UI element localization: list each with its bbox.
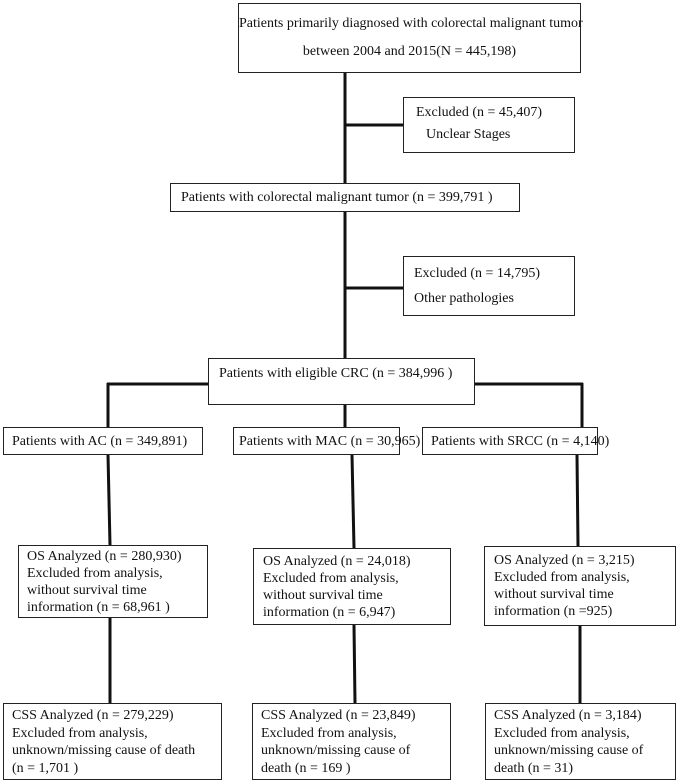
group-ac-title: Patients with AC (n = 349,891) — [12, 434, 188, 449]
excluded-pathologies-count: Excluded (n = 14,795) — [414, 266, 541, 281]
css-mac-line: CSS Analyzed (n = 23,849) — [261, 708, 416, 723]
excluded-stages-count: Excluded (n = 45,407) — [416, 105, 543, 120]
css-ac-line: unknown/missing cause of death — [12, 743, 196, 758]
eligible-crc-box: Patients with eligible CRC (n = 384,996 … — [208, 358, 475, 405]
group-mac-box: Patients with MAC (n = 30,965) — [233, 427, 421, 455]
eligible-crc-text: Patients with eligible CRC (n = 384,996 … — [219, 366, 453, 381]
initial-cohort-line1: Patients primarily diagnosed with colore… — [239, 16, 583, 31]
excluded-stages-reason: Unclear Stages — [426, 127, 511, 142]
os-srcc-line: information (n =925) — [494, 604, 613, 619]
colorectal-text: Patients with colorectal malignant tumor… — [181, 190, 493, 205]
os-ac-line: OS Analyzed (n = 280,930) — [27, 549, 182, 564]
connector-line — [350, 454, 356, 549]
os-srcc-line: Excluded from analysis, — [494, 570, 630, 585]
group-srcc-box: Patients with SRCC (n = 4,140) — [422, 427, 610, 455]
os-mac-line: Excluded from analysis, — [263, 571, 399, 586]
css-mac-line: Excluded from analysis, — [261, 725, 397, 741]
css-srcc-line: unknown/missing cause of — [494, 743, 644, 758]
group-mac-title: Patients with MAC (n = 30,965) — [239, 434, 421, 449]
initial-cohort-box: Patients primarily diagnosed with colore… — [238, 3, 583, 73]
os-mac-line: OS Analyzed (n = 24,018) — [263, 554, 411, 569]
css-ac-box: CSS Analyzed (n = 279,229) Excluded from… — [3, 703, 222, 780]
os-ac-line: information (n = 68,961 ) — [27, 600, 170, 615]
css-ac-line: (n = 1,701 ) — [12, 760, 79, 776]
os-ac-line: without survival time — [27, 583, 147, 598]
css-srcc-line: CSS Analyzed (n = 3,184) — [494, 708, 642, 723]
os-mac-box: OS Analyzed (n = 24,018) Excluded from a… — [253, 548, 451, 625]
os-ac-box: OS Analyzed (n = 280,930) Excluded from … — [18, 545, 208, 618]
group-srcc-title: Patients with SRCC (n = 4,140) — [431, 434, 610, 449]
excluded-pathologies-reason: Other pathologies — [414, 291, 514, 306]
css-mac-line: death (n = 169 ) — [261, 760, 351, 776]
os-srcc-line: OS Analyzed (n = 3,215) — [494, 553, 635, 568]
css-mac-box: CSS Analyzed (n = 23,849) Excluded from … — [252, 703, 451, 780]
connector-line — [352, 624, 357, 704]
initial-cohort-line2: between 2004 and 2015(N = 445,198) — [302, 44, 517, 59]
connector-line — [575, 454, 580, 547]
excluded-stages-box: Excluded (n = 45,407) Unclear Stages — [403, 97, 575, 153]
os-ac-line: Excluded from analysis, — [27, 566, 163, 581]
connector-line — [106, 454, 112, 546]
css-ac-line: CSS Analyzed (n = 279,229) — [12, 708, 174, 723]
os-srcc-line: without survival time — [494, 587, 614, 602]
os-mac-line: without survival time — [263, 588, 383, 603]
css-srcc-line: Excluded from analysis, — [494, 725, 630, 741]
group-ac-box: Patients with AC (n = 349,891) — [3, 427, 203, 455]
os-mac-line: information (n = 6,947) — [263, 605, 396, 620]
css-srcc-line: death (n = 31) — [494, 760, 574, 776]
excluded-pathologies-box: Excluded (n = 14,795) Other pathologies — [403, 256, 575, 316]
css-mac-line: unknown/missing cause of — [261, 743, 411, 758]
css-ac-line: Excluded from analysis, — [12, 725, 148, 741]
css-srcc-box: CSS Analyzed (n = 3,184) Excluded from a… — [485, 703, 676, 780]
os-srcc-box: OS Analyzed (n = 3,215) Excluded from an… — [484, 546, 676, 626]
colorectal-box: Patients with colorectal malignant tumor… — [170, 183, 520, 212]
